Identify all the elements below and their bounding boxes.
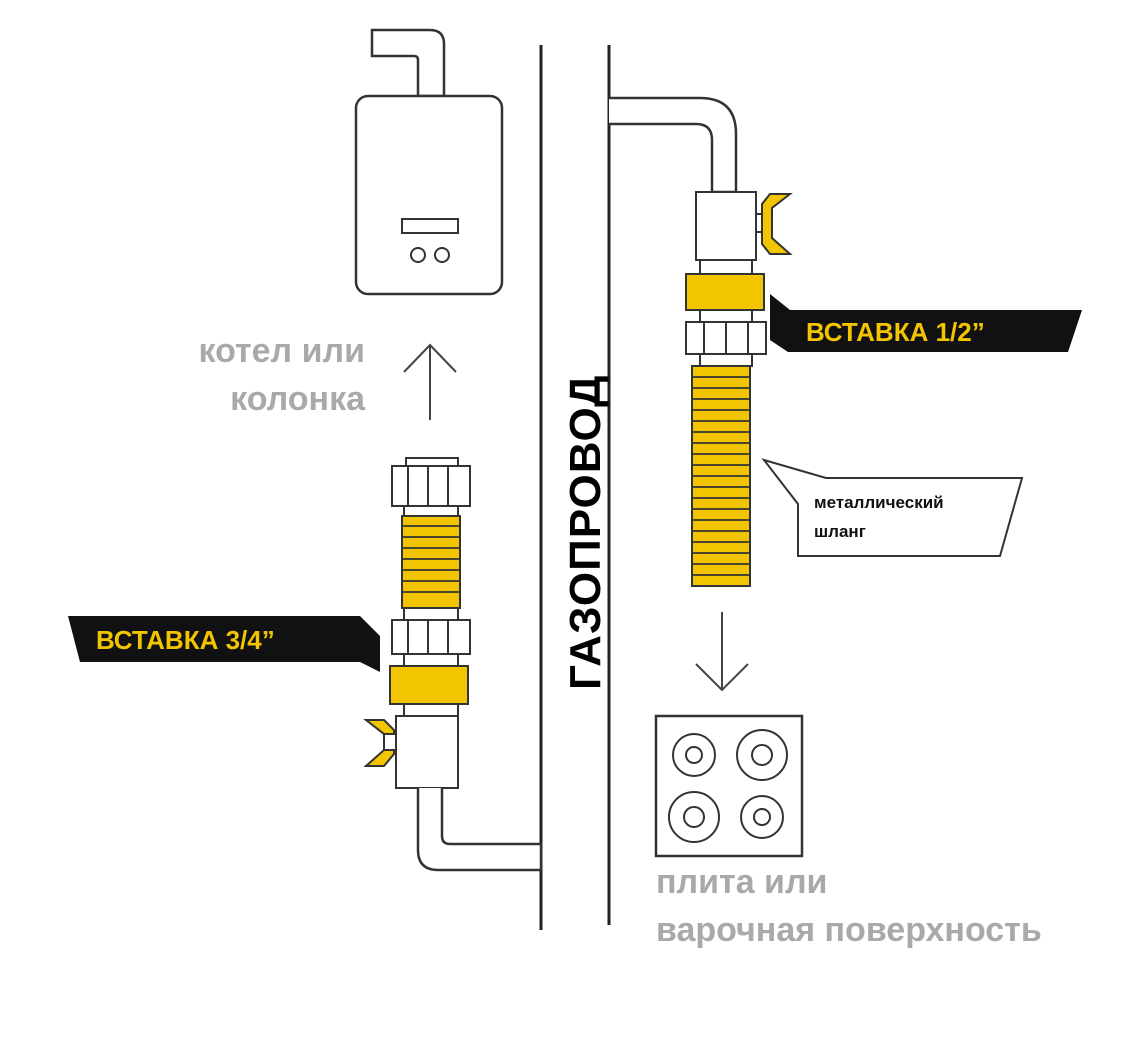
boiler-knob-right: [434, 247, 450, 263]
burner-bottom-right-icon: [740, 795, 784, 839]
boiler-icon: [354, 28, 504, 296]
arrow-down-icon: [695, 612, 749, 692]
hose-callout-bubble: [761, 458, 1024, 557]
stove-label-line1: плита или: [656, 863, 827, 901]
insert-3-4-tag: ВСТАВКА 3/4”: [68, 616, 380, 672]
burner-top-left-icon: [672, 733, 716, 777]
right-gas-pipe: [609, 96, 738, 194]
left-top-nut: [391, 465, 471, 507]
left-hose-assembly: [363, 457, 543, 872]
boiler-knob-left: [410, 247, 426, 263]
right-valve-handle-icon: [761, 193, 793, 255]
boiler-display: [401, 218, 459, 234]
burner-bottom-left-icon: [668, 791, 720, 843]
arrow-up-icon: [403, 343, 457, 420]
right-hose-assembly: [609, 96, 793, 587]
right-valve-body: [695, 191, 757, 261]
boiler-label-line1: котел или: [199, 332, 366, 370]
left-corrugated-hose: [401, 515, 461, 609]
left-gas-pipe: [416, 788, 543, 872]
boiler-chimney: [370, 28, 446, 98]
hose-label-line1: металлический: [814, 493, 944, 512]
boiler-label-line2: колонка: [230, 380, 366, 418]
hose-callout: металлический шланг: [761, 458, 1024, 557]
stove-icon: [654, 714, 804, 858]
insert-1-2-label: ВСТАВКА 1/2”: [806, 317, 985, 347]
pipeline-label: ГАЗОПРОВОД: [561, 375, 610, 690]
insert-1-2-tag: ВСТАВКА 1/2”: [770, 294, 1082, 352]
left-valve-body: [395, 715, 459, 789]
gas-pipeline: [539, 45, 611, 930]
insert-3-4-label: ВСТАВКА 3/4”: [96, 625, 275, 655]
boiler-body: [354, 94, 504, 296]
stove-label-line2: варочная поверхность: [656, 911, 1042, 949]
left-insert-3-4: [389, 665, 469, 705]
left-bottom-nut: [391, 619, 471, 655]
burner-top-right-icon: [736, 729, 788, 781]
right-insert-1-2: [685, 273, 765, 311]
hose-label-line2: шланг: [814, 522, 866, 541]
